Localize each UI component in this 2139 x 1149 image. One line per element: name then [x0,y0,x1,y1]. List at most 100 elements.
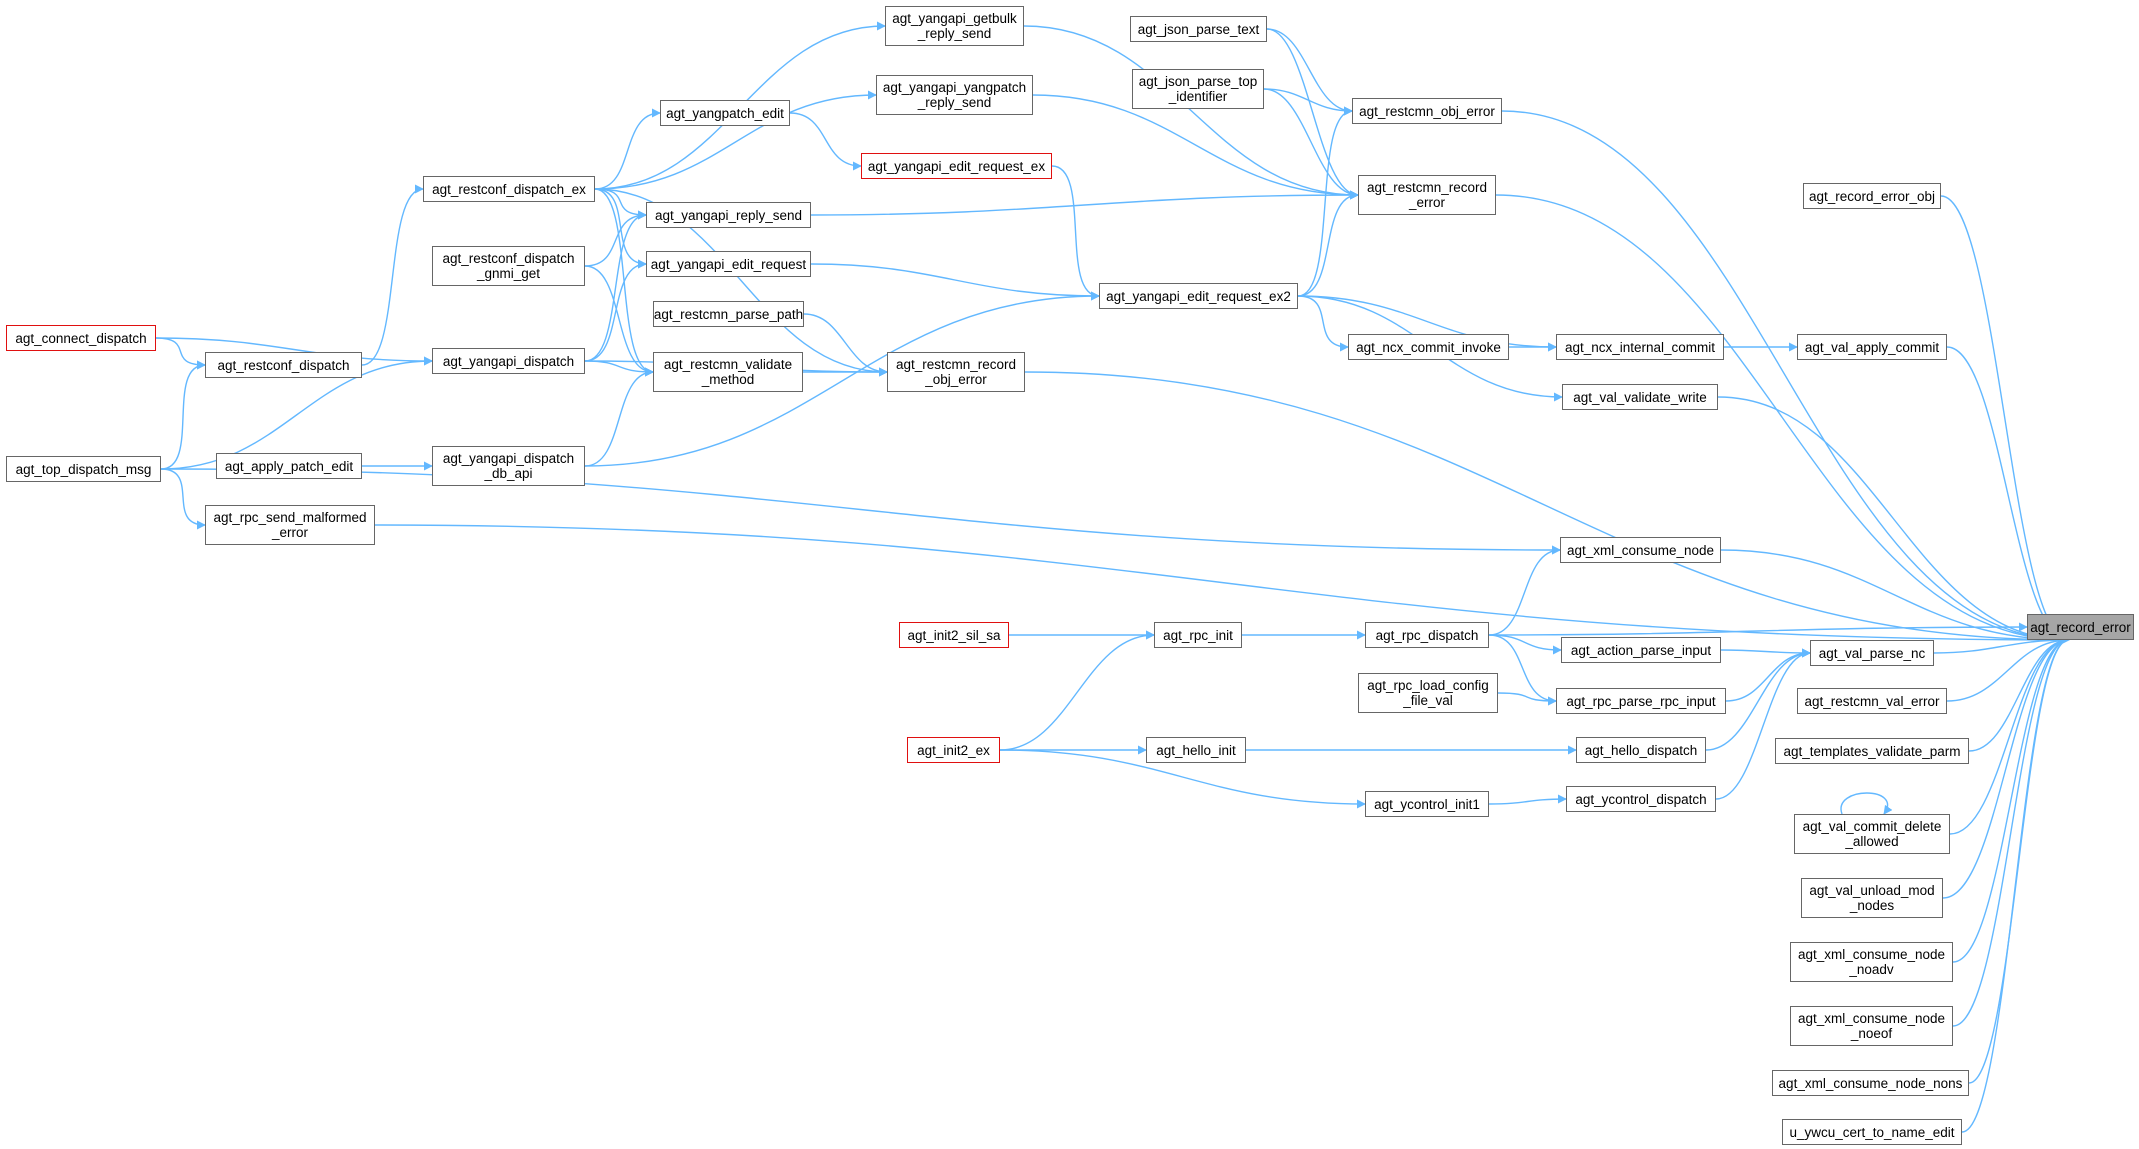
node-agt-yangpatch-edit[interactable]: agt_yangpatch_edit [660,100,790,126]
node-agt-val-parse-nc[interactable]: agt_val_parse_nc [1810,640,1934,666]
node-agt-init2-sil-sa[interactable]: agt_init2_sil_sa [899,622,1009,648]
node-agt-action-parse-input[interactable]: agt_action_parse_input [1561,637,1721,663]
node-agt-xml-consume-node-nons[interactable]: agt_xml_consume_node_nons [1772,1070,1969,1096]
edge-restconf-dispatch-ex-to-yangapi-edit-request [594,188,647,269]
edge-connect-dispatch-to-yangapi-dispatch [155,337,433,366]
node-agt-restcmn-record-obj-error[interactable]: agt_restcmn_record _obj_error [887,352,1025,392]
edge-yangapi-dispatch-db-api-to-yangapi-edit-request-ex2 [584,291,1100,467]
edge-val-apply-commit-to-root [1946,346,2070,645]
node-agt-xml-consume-node-noadv[interactable]: agt_xml_consume_node _noadv [1790,942,1953,982]
edge-hello-dispatch-to-val-parse-nc [1705,648,1811,751]
edge-yangapi-yangpatch-reply-send-to-restcmn-record-error [1032,94,1359,200]
edge-top-dispatch-msg-to-yangapi-dispatch [160,356,433,470]
edge-restconf-dispatch-ex-to-yangpatch-edit [594,108,661,190]
node-agt-restcmn-val-error[interactable]: agt_restcmn_val_error [1797,688,1947,714]
node-agt-xml-consume-node[interactable]: agt_xml_consume_node [1560,537,1721,563]
edge-val-commit-delete-allowed-to-root [1949,635,2070,835]
edge-restconf-dispatch-gnmi-get-to-restcmn-validate-method [584,265,654,377]
edge-restcmn-obj-error-to-root [1501,110,2070,645]
node-agt-yangapi-dispatch-db-api[interactable]: agt_yangapi_dispatch _db_api [432,446,585,486]
node-agt-yangapi-getbulk-reply-send[interactable]: agt_yangapi_getbulk _reply_send [885,6,1024,46]
node-agt-restconf-dispatch-gnmi-get[interactable]: agt_restconf_dispatch _gnmi_get [432,246,585,286]
node-agt-templates-validate-parm[interactable]: agt_templates_validate_parm [1775,738,1969,764]
node-agt-rpc-dispatch[interactable]: agt_rpc_dispatch [1365,622,1489,648]
edge-yangapi-edit-request-ex2-to-restcmn-obj-error [1297,106,1353,297]
node-agt-hello-init[interactable]: agt_hello_init [1146,737,1246,763]
node-agt-yangapi-reply-send[interactable]: agt_yangapi_reply_send [646,202,811,228]
edge-init2-ex-to-rpc-init [999,630,1155,751]
node-agt-restcmn-obj-error[interactable]: agt_restcmn_obj_error [1352,98,1502,124]
edge-yangapi-edit-request-to-yangapi-edit-request-ex2 [810,263,1100,301]
node-agt-apply-patch-edit[interactable]: agt_apply_patch_edit [216,453,362,479]
node-agt-val-unload-mod-nodes[interactable]: agt_val_unload_mod _nodes [1801,878,1943,918]
edge-restconf-dispatch-gnmi-get-to-yangapi-reply-send [584,210,647,267]
node-agt-yangapi-yangpatch-reply-send[interactable]: agt_yangapi_yangpatch _reply_send [876,75,1033,115]
edge-templates-validate-parm-to-root [1968,635,2070,752]
edge-rpc-send-malformed-error-to-root [374,524,2070,645]
edge-top-dispatch-msg-to-rpc-send-malformed-error [160,468,206,530]
node-agt-ycontrol-dispatch[interactable]: agt_ycontrol_dispatch [1566,786,1716,812]
edge-ywcu-cert-to-name-edit-to-root [1961,635,2070,1133]
edge-record-error-obj-to-root [1940,195,2070,645]
node-agt-xml-consume-node-noeof[interactable]: agt_xml_consume_node _noeof [1790,1006,1953,1046]
edge-rpc-dispatch-to-action-parse-input [1488,634,1562,655]
node-agt-record-error-obj[interactable]: agt_record_error_obj [1803,183,1941,209]
edge-xml-consume-node-noeof-to-root [1952,635,2070,1027]
node-agt-rpc-load-config-file-val[interactable]: agt_rpc_load_config _file_val [1358,673,1498,713]
edge-ycontrol-dispatch-to-val-parse-nc [1715,648,1811,800]
edge-connect-dispatch-to-restconf-dispatch [155,337,206,370]
node-agt-rpc-send-malformed-error[interactable]: agt_rpc_send_malformed _error [205,505,375,545]
node-agt-val-validate-write[interactable]: agt_val_validate_write [1562,384,1718,410]
node-agt-ncx-internal-commit[interactable]: agt_ncx_internal_commit [1556,334,1724,360]
edge-rpc-dispatch-to-root [1488,622,2028,636]
node-agt-json-parse-top-identifier[interactable]: agt_json_parse_top _identifier [1132,69,1264,109]
node-agt-json-parse-text[interactable]: agt_json_parse_text [1130,16,1267,42]
edge-top-dispatch-msg-to-xml-consume-node [160,468,1561,555]
edge-restconf-dispatch-ex-to-yangapi-reply-send [594,188,647,220]
edge-init2-ex-to-ycontrol-init1 [999,749,1366,809]
node-agt-restconf-dispatch-ex[interactable]: agt_restconf_dispatch_ex [423,176,595,202]
edge-yangapi-reply-send-to-restcmn-record-error [810,190,1359,216]
node-agt-yangapi-edit-request-ex2[interactable]: agt_yangapi_edit_request_ex2 [1099,283,1298,309]
node-agt-restcmn-validate-method[interactable]: agt_restcmn_validate _method [653,352,803,392]
node-agt-top-dispatch-msg[interactable]: agt_top_dispatch_msg [6,456,161,482]
edge-restcmn-record-error-to-root [1495,194,2070,645]
edge-self-loop-val-commit-delete-allowed [1840,792,1893,815]
node-agt-ycontrol-init1[interactable]: agt_ycontrol_init1 [1365,791,1489,817]
node-agt-connect-dispatch[interactable]: agt_connect_dispatch [6,325,156,351]
node-u-ywcu-cert-to-name-edit[interactable]: u_ywcu_cert_to_name_edit [1782,1119,1962,1145]
node-agt-rpc-init[interactable]: agt_rpc_init [1154,622,1242,648]
edge-json-parse-top-identifier-to-restcmn-record-error [1263,88,1359,200]
node-agt-hello-dispatch[interactable]: agt_hello_dispatch [1576,737,1706,763]
edge-restcmn-parse-path-to-restcmn-record-obj-error [803,313,888,377]
node-agt-ncx-commit-invoke[interactable]: agt_ncx_commit_invoke [1348,334,1509,360]
edge-rpc-dispatch-to-rpc-parse-rpc-input [1488,634,1557,706]
node-agt-init2-ex[interactable]: agt_init2_ex [907,737,1000,763]
edge-restcmn-val-error-to-root [1946,635,2070,702]
edge-json-parse-text-to-restcmn-obj-error [1266,28,1353,116]
node-agt-yangapi-edit-request-ex[interactable]: agt_yangapi_edit_request_ex [861,153,1052,179]
node-agt-restcmn-record-error[interactable]: agt_restcmn_record _error [1358,175,1496,215]
edge-val-validate-write-to-root [1717,396,2070,645]
node-agt-val-apply-commit[interactable]: agt_val_apply_commit [1797,334,1947,360]
node-agt-rpc-parse-rpc-input[interactable]: agt_rpc_parse_rpc_input [1556,688,1726,714]
edge-json-parse-text-to-restcmn-record-error [1266,28,1359,200]
edge-yangapi-dispatch-to-yangapi-edit-request [584,259,647,362]
node-agt-record-error: agt_record_error [2027,614,2134,640]
edge-top-dispatch-msg-to-restconf-dispatch [160,360,206,470]
edge-restcmn-record-obj-error-to-root [1024,371,2070,645]
edge-yangapi-dispatch-to-restcmn-validate-method [584,360,654,377]
node-agt-val-commit-delete-allowed[interactable]: agt_val_commit_delete _allowed [1794,814,1950,854]
node-agt-restconf-dispatch[interactable]: agt_restconf_dispatch [205,352,362,378]
node-agt-restcmn-parse-path[interactable]: agt_restcmn_parse_path [653,301,804,327]
edge-ycontrol-init1-to-ycontrol-dispatch [1488,794,1567,805]
edge-xml-consume-node-noadv-to-root [1952,635,2070,963]
node-agt-yangapi-dispatch[interactable]: agt_yangapi_dispatch [432,348,585,374]
node-agt-yangapi-edit-request[interactable]: agt_yangapi_edit_request [646,251,811,277]
edge-action-parse-input-to-val-parse-nc [1720,648,1811,658]
edge-xml-consume-node-to-root [1720,549,2070,645]
edge-restconf-dispatch-ex-to-restcmn-record-obj-error [594,188,888,377]
edge-yangapi-edit-request-ex2-to-ncx-commit-invoke [1297,295,1349,352]
